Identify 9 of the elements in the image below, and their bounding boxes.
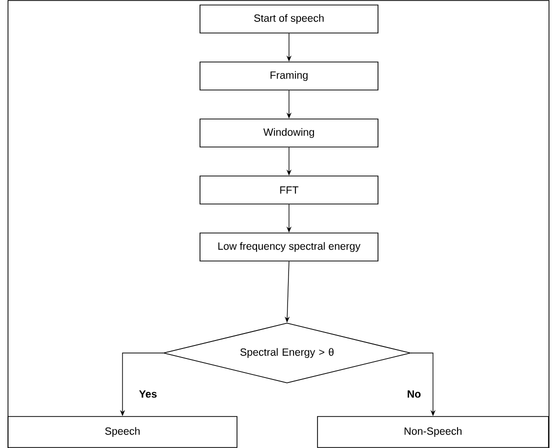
edge-label: Yes (138, 389, 158, 399)
process-box: Low frequency spectral energy (200, 232, 378, 262)
process-box: Windowing (200, 118, 378, 148)
process-box: Framing (200, 62, 378, 90)
process-box: Non-Speech (317, 416, 549, 448)
process-box: Start of speech (200, 4, 378, 34)
process-box: FFT (200, 176, 378, 204)
edge-label: No (406, 389, 422, 399)
process-box: Speech (8, 416, 238, 448)
